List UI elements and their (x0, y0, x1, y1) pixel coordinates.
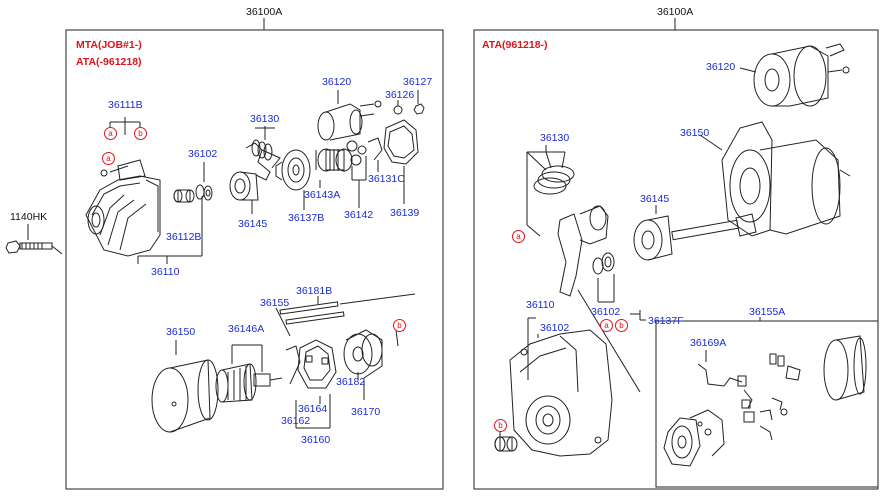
label-36170[interactable]: 36170 (351, 406, 381, 418)
plate-36131C (367, 137, 383, 172)
brush-kit-36155A (663, 317, 867, 467)
left-panel-frame (65, 29, 444, 490)
label-36111B[interactable]: 36111B (108, 99, 143, 111)
label-36145-right[interactable]: 36145 (640, 193, 670, 205)
label-36137B[interactable]: 36137B (288, 212, 325, 224)
label-36150-left[interactable]: 36150 (166, 326, 196, 338)
label-36142[interactable]: 36142 (344, 209, 374, 221)
label-36160[interactable]: 36160 (301, 434, 331, 446)
refmark-a-right-2: a (600, 319, 613, 332)
right-panel-title[interactable]: 36100A (657, 6, 694, 18)
label-36110-left[interactable]: 36110 (151, 266, 180, 278)
yoke-36150 (151, 340, 219, 433)
label-36155-left[interactable]: 36155 (260, 297, 290, 309)
washers-36102-left (195, 184, 213, 201)
label-36162[interactable]: 36162 (281, 415, 311, 427)
through-bolt-36181B (279, 293, 416, 325)
pinion-shaft-right (633, 205, 757, 261)
left-note-ata: ATA(-961218) (76, 56, 142, 68)
refmark-a-right-1: a (512, 230, 525, 243)
spring-36130-left (251, 126, 275, 161)
bush-right (494, 432, 518, 452)
subkit-frame (655, 320, 879, 488)
brush-holder-36160 (285, 339, 337, 429)
motor-yoke-right (699, 121, 851, 237)
label-36146A[interactable]: 36146A (228, 323, 265, 335)
right-note-ata: ATA(961218-) (482, 39, 548, 51)
left-panel-title[interactable]: 36100A (246, 6, 283, 18)
label-36112B[interactable]: 36112B (166, 231, 202, 243)
refmark-b-right-2: b (494, 419, 507, 432)
nut-36126 (393, 100, 403, 115)
gear-assembly-left (275, 149, 311, 210)
label-36131C[interactable]: 36131C (368, 173, 405, 185)
label-36130-right[interactable]: 36130 (540, 132, 570, 144)
front-housing-right (509, 317, 613, 457)
gasket-36139 (383, 119, 419, 204)
shift-lever-right (557, 205, 641, 393)
bushing-36112B (173, 189, 195, 203)
label-36137F[interactable]: 36137F (648, 315, 684, 327)
label-36164[interactable]: 36164 (298, 403, 328, 415)
armature-36146A (215, 344, 283, 403)
refmark-b-right-1: b (615, 319, 628, 332)
label-36126[interactable]: 36126 (385, 89, 415, 101)
refmark-a-left-1: a (104, 127, 117, 140)
label-36130-left[interactable]: 36130 (250, 113, 280, 125)
washers-36102-right (592, 252, 646, 321)
label-36181B[interactable]: 36181B (296, 285, 333, 297)
drive-lever-left (229, 142, 281, 214)
shaft-36143A (315, 148, 353, 188)
label-36169A[interactable]: 36169A (690, 337, 727, 349)
left-note-mta: MTA(JOB#1-) (76, 39, 142, 51)
front-housing-left (85, 159, 161, 257)
label-36120-left[interactable]: 36120 (322, 76, 352, 88)
rear-cover-36170 (343, 329, 383, 400)
solenoid-left (317, 90, 382, 141)
label-36127[interactable]: 36127 (403, 76, 433, 88)
springs-36130-right (526, 145, 575, 237)
label-36110-right[interactable]: 36110 (526, 299, 555, 311)
label-36143A[interactable]: 36143A (304, 189, 341, 201)
label-36102-left[interactable]: 36102 (188, 148, 218, 160)
label-36102-right-b[interactable]: 36102 (540, 322, 570, 334)
solenoid-right (739, 43, 850, 107)
refmark-b-left-2: b (393, 319, 406, 332)
label-36155A[interactable]: 36155A (749, 306, 786, 318)
label-36182[interactable]: 36182 (336, 376, 366, 388)
refmark-b-left-1: b (134, 127, 147, 140)
nut-36127 (413, 90, 425, 115)
refmark-a-left-2: a (102, 152, 115, 165)
label-36150-right[interactable]: 36150 (680, 127, 710, 139)
label-36145-left[interactable]: 36145 (238, 218, 268, 230)
label-36120-right[interactable]: 36120 (706, 61, 736, 73)
label-36139[interactable]: 36139 (390, 207, 420, 219)
bolt-1140HK (5, 240, 63, 255)
label-36102-right-a[interactable]: 36102 (591, 306, 621, 318)
planetary-gears-36142 (346, 140, 367, 208)
label-1140HK[interactable]: 1140HK (10, 211, 48, 223)
right-panel-frame (473, 29, 879, 490)
